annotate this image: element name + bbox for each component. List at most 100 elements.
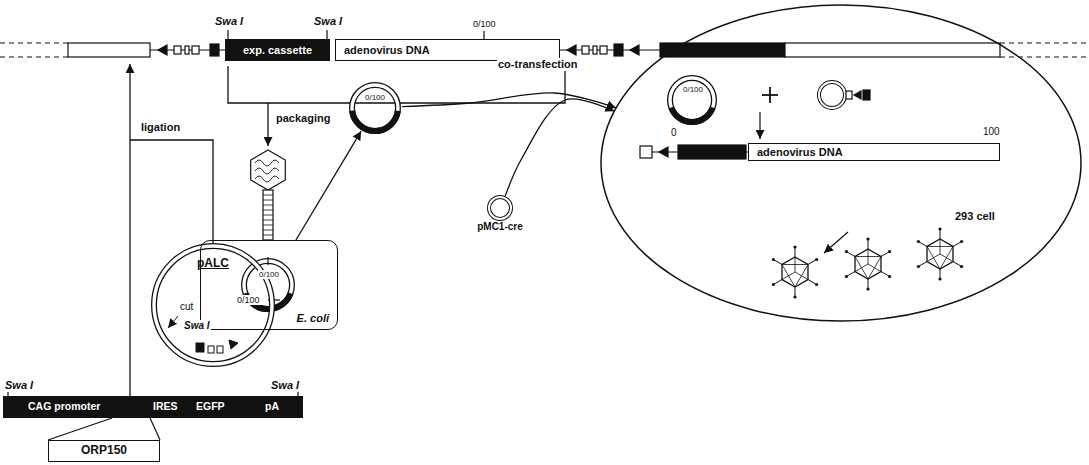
node-text: exp. cassette bbox=[243, 44, 312, 57]
vector-construct bbox=[1000, 56, 1089, 57]
insert-bracket bbox=[7, 392, 8, 396]
outline-part bbox=[601, 5, 1081, 321]
site-label: Swa I bbox=[4, 379, 34, 392]
plasmid-elements bbox=[217, 346, 223, 353]
vector-construct bbox=[326, 30, 327, 39]
plasmid-elements bbox=[168, 316, 178, 328]
node-text: adenovirus DNA bbox=[757, 146, 843, 159]
vector-construct bbox=[210, 44, 219, 56]
vector-construct bbox=[0, 42, 68, 43]
vector-construct bbox=[593, 46, 597, 54]
plasmid-elements bbox=[208, 346, 214, 353]
genome-box: adenovirus DNA bbox=[748, 143, 1000, 161]
ligation-arrow bbox=[130, 140, 213, 245]
cell-contents bbox=[670, 78, 714, 122]
phage-particle bbox=[263, 190, 273, 240]
node-text: pMC1-cre bbox=[470, 221, 530, 233]
outline-part bbox=[349, 110, 401, 134]
plasmid-circle-outline bbox=[349, 82, 401, 134]
cell-contents bbox=[846, 91, 852, 99]
plasmid-elements bbox=[229, 340, 238, 349]
insert-box: ORP150 bbox=[48, 440, 160, 462]
virus-particle bbox=[772, 227, 963, 298]
plasmid-circle: pALC bbox=[151, 243, 275, 367]
outline-part bbox=[154, 246, 272, 364]
site-label: Swa I bbox=[183, 320, 211, 332]
vector-construct bbox=[158, 45, 167, 55]
insert-bracket bbox=[150, 418, 160, 440]
node-text: pA bbox=[265, 400, 279, 412]
cell-contents bbox=[759, 112, 760, 139]
ligation-arrow bbox=[129, 64, 130, 396]
site-label: Swa I bbox=[214, 15, 244, 28]
site-label: Swa I bbox=[313, 15, 343, 28]
node-text: 293 cell bbox=[955, 210, 995, 223]
plasmid-ring bbox=[244, 261, 292, 309]
cell-contents bbox=[640, 146, 652, 158]
cell-contents bbox=[640, 78, 870, 253]
cell-contents bbox=[863, 90, 870, 100]
plasmid-elements bbox=[168, 300, 280, 353]
map-position: 0/100 bbox=[682, 85, 704, 94]
outline-part bbox=[489, 197, 511, 219]
step-label: ligation bbox=[140, 121, 181, 134]
plasmid-ring bbox=[244, 257, 292, 309]
node-text: E. coli bbox=[297, 312, 329, 325]
bracket-line bbox=[228, 66, 565, 103]
node-text: EGFP bbox=[196, 400, 225, 412]
vector-construct bbox=[567, 45, 576, 55]
virus-particle bbox=[917, 227, 963, 280]
ligation-arrow bbox=[130, 64, 213, 396]
outline-part bbox=[154, 246, 272, 364]
cassette-bar: CAG promoterIRESEGFPpA bbox=[3, 396, 303, 418]
vector-construct bbox=[614, 44, 623, 56]
cell-ellipse: 293 cell adenovirus DNA bbox=[600, 4, 1082, 322]
node-text: ORP150 bbox=[81, 444, 127, 458]
cell-contents bbox=[678, 145, 746, 159]
vector-construct bbox=[0, 56, 68, 57]
cell-contents bbox=[769, 87, 771, 103]
cell-contents bbox=[659, 147, 668, 157]
map-position: 100 bbox=[982, 126, 1001, 138]
genome-box: adenovirus DNA bbox=[335, 39, 560, 61]
arrow-connector bbox=[296, 131, 361, 240]
cell-contents bbox=[670, 78, 714, 122]
arrow-connector bbox=[505, 99, 614, 196]
host-cell-box: E. coli bbox=[200, 240, 338, 330]
plasmid-ring bbox=[245, 293, 290, 309]
outline-part bbox=[352, 85, 398, 131]
step-label: packaging bbox=[275, 112, 331, 125]
virus-particle bbox=[772, 245, 818, 298]
insert-bracket bbox=[297, 392, 298, 396]
plasmid-circle-outline bbox=[151, 243, 275, 367]
phage-particle bbox=[263, 195, 273, 235]
cell-contents bbox=[824, 232, 848, 253]
virus-particle bbox=[845, 237, 891, 290]
map-position: 0/100 bbox=[236, 295, 261, 305]
vector-construct bbox=[582, 46, 589, 54]
phage-particle bbox=[251, 150, 286, 190]
site-label: Swa I bbox=[270, 379, 300, 392]
phage-particle bbox=[255, 160, 279, 182]
plasmid-elements bbox=[196, 343, 204, 352]
node-text: CAG promoter bbox=[28, 400, 100, 412]
cell-contents bbox=[819, 82, 845, 108]
vector-construct bbox=[630, 45, 639, 55]
outline-part bbox=[352, 85, 398, 131]
plasmid-circle: pMC1-cre bbox=[470, 196, 530, 240]
vector-construct bbox=[660, 43, 785, 57]
step-label: co-transfection bbox=[497, 58, 578, 71]
vector-construct bbox=[185, 46, 189, 54]
phage-particle bbox=[251, 150, 286, 240]
map-position: 0 bbox=[670, 127, 678, 139]
map-position: 0/100 bbox=[472, 19, 497, 29]
plasmid-elements bbox=[268, 299, 280, 300]
vector-construct bbox=[192, 46, 199, 54]
cell-contents bbox=[854, 91, 861, 99]
node-text: 0/100 bbox=[349, 93, 401, 102]
bracket-line bbox=[228, 66, 565, 146]
